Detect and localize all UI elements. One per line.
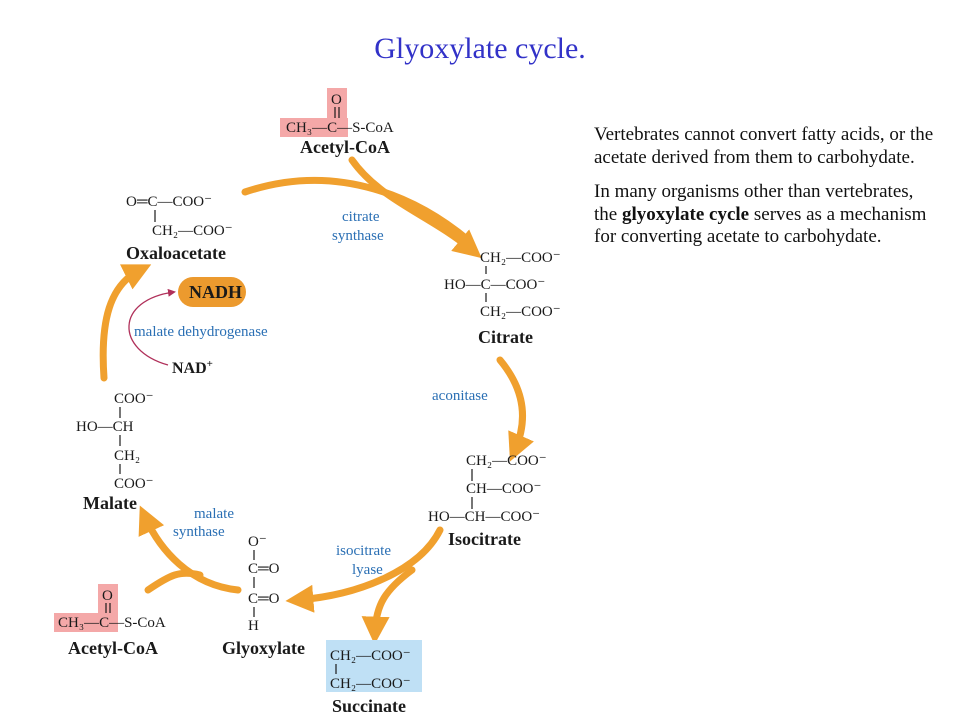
svg-text:HO—C—COO⁻: HO—C—COO⁻ (444, 277, 545, 293)
svg-text:C═O: C═O (248, 591, 280, 607)
svg-text:O⁻: O⁻ (248, 534, 267, 550)
svg-text:CH₂—COO⁻: CH₂—COO⁻ (466, 453, 547, 469)
enzyme-malate-dehydrogenase: malate dehydrogenase (134, 324, 268, 340)
arrow-acetylcoa-to-citrate (348, 156, 482, 259)
glyoxylate-cycle-term: glyoxylate cycle (621, 203, 750, 225)
svg-text:COO⁻: COO⁻ (114, 391, 154, 407)
arrow-acetylcoa-into-malate-synthase (144, 569, 204, 594)
enzyme-malate-synthase-2: synthase (173, 524, 225, 540)
svg-text:O═C—COO⁻: O═C—COO⁻ (126, 194, 212, 210)
svg-text:Isocitrate: Isocitrate (448, 529, 521, 549)
cofactor-arrow (128, 288, 176, 366)
svg-text:CH₂—COO⁻: CH₂—COO⁻ (480, 304, 561, 320)
svg-text:Acetyl-CoA: Acetyl-CoA (300, 137, 390, 157)
glyoxylate: O⁻ C═O C═O H Glyoxylate (222, 534, 305, 658)
svg-text:O: O (102, 588, 113, 604)
svg-text:Oxaloacetate: Oxaloacetate (126, 243, 226, 263)
svg-text:CH₂: CH₂ (114, 448, 140, 464)
nadh-badge: NADH (178, 277, 246, 307)
acetyl-coa-top: O CH₃—C—S-CoA Acetyl-CoA (280, 88, 394, 157)
arrow-oxaloacetate-to-citrate (241, 176, 472, 244)
explanation-paragraph-1: Vertebrates cannot convert fatty acids, … (594, 124, 934, 168)
explanation-paragraph-2: In many organisms other than vertebrates… (594, 181, 927, 247)
svg-text:NAD+: NAD+ (172, 358, 213, 377)
enzyme-citrate-synthase-1: citrate (342, 209, 380, 225)
nad-label: NAD+ (172, 358, 213, 377)
svg-text:O: O (331, 92, 342, 108)
enzyme-isocitrate-lyase-1: isocitrate (336, 543, 391, 559)
arrow-malate-to-oxaloacetate (99, 264, 152, 382)
svg-text:Acetyl-CoA: Acetyl-CoA (68, 638, 158, 658)
arrow-isocitrate-to-succinate (361, 566, 416, 645)
svg-text:HO—CH—COO⁻: HO—CH—COO⁻ (428, 509, 540, 525)
svg-text:HO—CH: HO—CH (76, 419, 134, 435)
acetyl-coa-bottom: O CH₃—C—S-CoA Acetyl-CoA (54, 584, 166, 658)
arrow-isocitrate-to-glyoxylate (285, 526, 444, 613)
citrate: CH₂—COO⁻ HO—C—COO⁻ CH₂—COO⁻ Citrate (444, 250, 561, 347)
svg-text:CH₃—C—S-CoA: CH₃—C—S-CoA (286, 120, 394, 136)
svg-text:CH₂—COO⁻: CH₂—COO⁻ (480, 250, 561, 266)
enzyme-citrate-synthase-2: synthase (332, 228, 384, 244)
arrow-glyoxylate-to-malate (138, 505, 242, 594)
svg-text:Succinate: Succinate (332, 696, 406, 716)
page-title: Glyoxylate cycle. (374, 32, 586, 65)
isocitrate: CH₂—COO⁻ CH—COO⁻ HO—CH—COO⁻ Isocitrate (428, 453, 547, 549)
svg-text:Malate: Malate (83, 493, 137, 513)
enzyme-aconitase: aconitase (432, 388, 488, 404)
svg-text:C═O: C═O (248, 561, 280, 577)
svg-text:COO⁻: COO⁻ (114, 476, 154, 492)
svg-text:Glyoxylate: Glyoxylate (222, 638, 305, 658)
svg-text:CH₃—C—S-CoA: CH₃—C—S-CoA (58, 615, 166, 631)
svg-text:CH₂—COO⁻: CH₂—COO⁻ (330, 676, 411, 692)
malate: COO⁻ HO—CH CH₂ COO⁻ Malate (76, 391, 154, 513)
enzyme-isocitrate-lyase-2: lyase (352, 562, 383, 578)
explanation-text: Vertebrates cannot convert fatty acids, … (594, 124, 934, 261)
svg-text:CH₂—COO⁻: CH₂—COO⁻ (152, 223, 233, 239)
svg-text:H: H (248, 618, 259, 634)
svg-text:NADH: NADH (189, 282, 242, 302)
succinate: CH₂—COO⁻ CH₂—COO⁻ Succinate (326, 640, 422, 716)
svg-text:Citrate: Citrate (478, 327, 533, 347)
arrow-citrate-to-isocitrate (496, 356, 534, 462)
svg-text:CH₂—COO⁻: CH₂—COO⁻ (330, 648, 411, 664)
svg-text:CH—COO⁻: CH—COO⁻ (466, 481, 541, 497)
enzyme-malate-synthase-1: malate (194, 506, 234, 522)
oxaloacetate: O═C—COO⁻ CH₂—COO⁻ Oxaloacetate (126, 194, 233, 263)
